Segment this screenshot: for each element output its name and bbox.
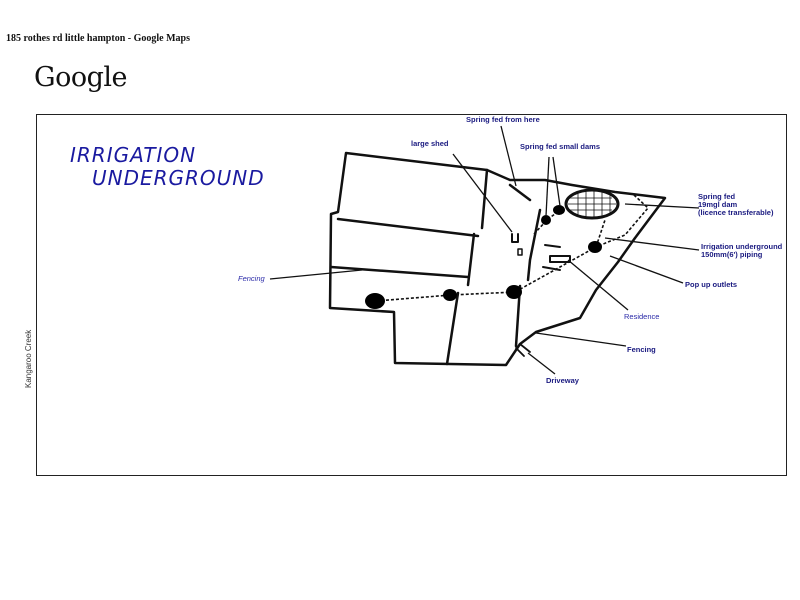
label-spring-fed-small-dams: Spring fed small dams	[520, 142, 601, 151]
paddock-fence	[445, 291, 460, 366]
map-heading-line2: UNDERGROUND	[92, 166, 265, 190]
small-dam	[541, 215, 551, 225]
leader-spring-fed	[500, 125, 517, 187]
leader-small-dams	[552, 156, 561, 207]
label-dam-line2: 19mgl dam	[698, 200, 738, 209]
label-fencing-right: Fencing	[627, 345, 656, 354]
label-driveway: Driveway	[546, 376, 579, 385]
dam	[564, 188, 620, 220]
leader-shed	[452, 153, 513, 233]
label-dam-line3: (licence transferable)	[698, 208, 774, 217]
pop-up-outlet	[588, 241, 602, 253]
small-dam	[553, 205, 565, 215]
residence	[549, 255, 571, 263]
label-irrigation-line2: 150mm(6') piping	[701, 250, 763, 259]
leader-dam	[624, 203, 700, 209]
paddock-fence	[466, 232, 476, 287]
pop-up-outlet	[365, 293, 385, 309]
label-irrigation-line1: Irrigation underground	[701, 242, 783, 251]
label-pop-up-outlets: Pop up outlets	[685, 280, 738, 289]
leader-residence	[567, 259, 629, 311]
label-large-shed: large shed	[411, 139, 449, 148]
label-fencing-left: Fencing	[238, 274, 265, 283]
label-residence: Residence	[624, 312, 660, 321]
page-title: 185 rothes rd little hampton - Google Ma…	[6, 33, 190, 44]
leader-irrigation	[604, 237, 700, 251]
leader-driveway	[527, 352, 556, 375]
label-dam-line1: Spring fed	[698, 192, 736, 201]
pop-up-outlet	[443, 289, 457, 301]
residence-wing	[542, 266, 561, 271]
map-frame	[36, 114, 787, 476]
paddock-fence	[508, 183, 532, 202]
leader-popup	[609, 255, 684, 284]
leader-small-dams	[545, 156, 550, 217]
shed-small	[517, 248, 523, 256]
paddock-fence	[336, 217, 480, 238]
large-shed	[511, 233, 519, 243]
map-heading-line1: IRRIGATION	[70, 143, 197, 167]
residence-wing	[544, 244, 561, 248]
paddock-fence	[526, 208, 542, 282]
paddock-fence	[480, 168, 489, 230]
leader-fencing-right	[535, 332, 627, 347]
property-boundary	[328, 151, 667, 367]
pop-up-outlet	[506, 285, 522, 299]
label-spring-fed-from-here: Spring fed from here	[466, 115, 540, 124]
creek-label: Kangaroo Creek	[24, 329, 33, 388]
leader-fencing-left	[269, 269, 363, 280]
driveway	[515, 343, 531, 357]
google-logo: Google	[34, 62, 127, 93]
paddock-fence	[329, 265, 470, 279]
